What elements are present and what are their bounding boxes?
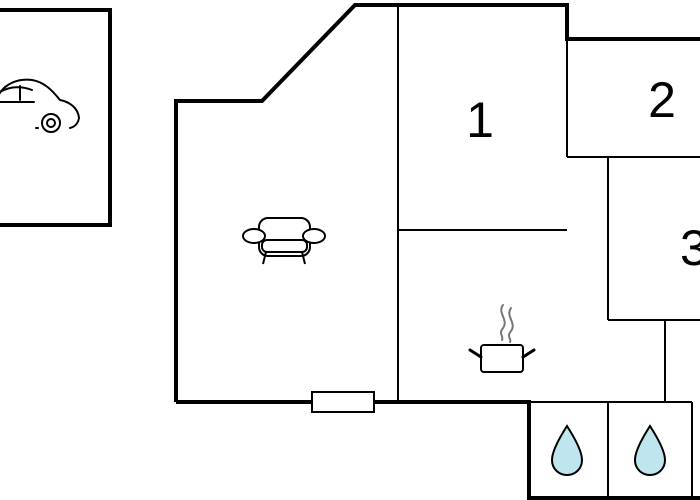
water-drop-icon	[633, 424, 667, 477]
garage	[0, 8, 112, 227]
car-icon	[0, 78, 80, 133]
room-label-3: 3	[680, 220, 700, 276]
garage-outline	[0, 8, 112, 227]
outer-wall-bottom	[176, 400, 700, 500]
cooking-pot-icon	[468, 304, 536, 373]
house-walls	[174, 3, 700, 500]
outer-wall-main	[174, 3, 700, 402]
sofa-icon	[242, 217, 326, 265]
door-icon	[311, 391, 375, 413]
water-drop-icon	[550, 424, 584, 477]
interior-walls	[397, 5, 700, 498]
room-label-2: 2	[648, 72, 676, 128]
room-label-1: 1	[466, 92, 494, 148]
